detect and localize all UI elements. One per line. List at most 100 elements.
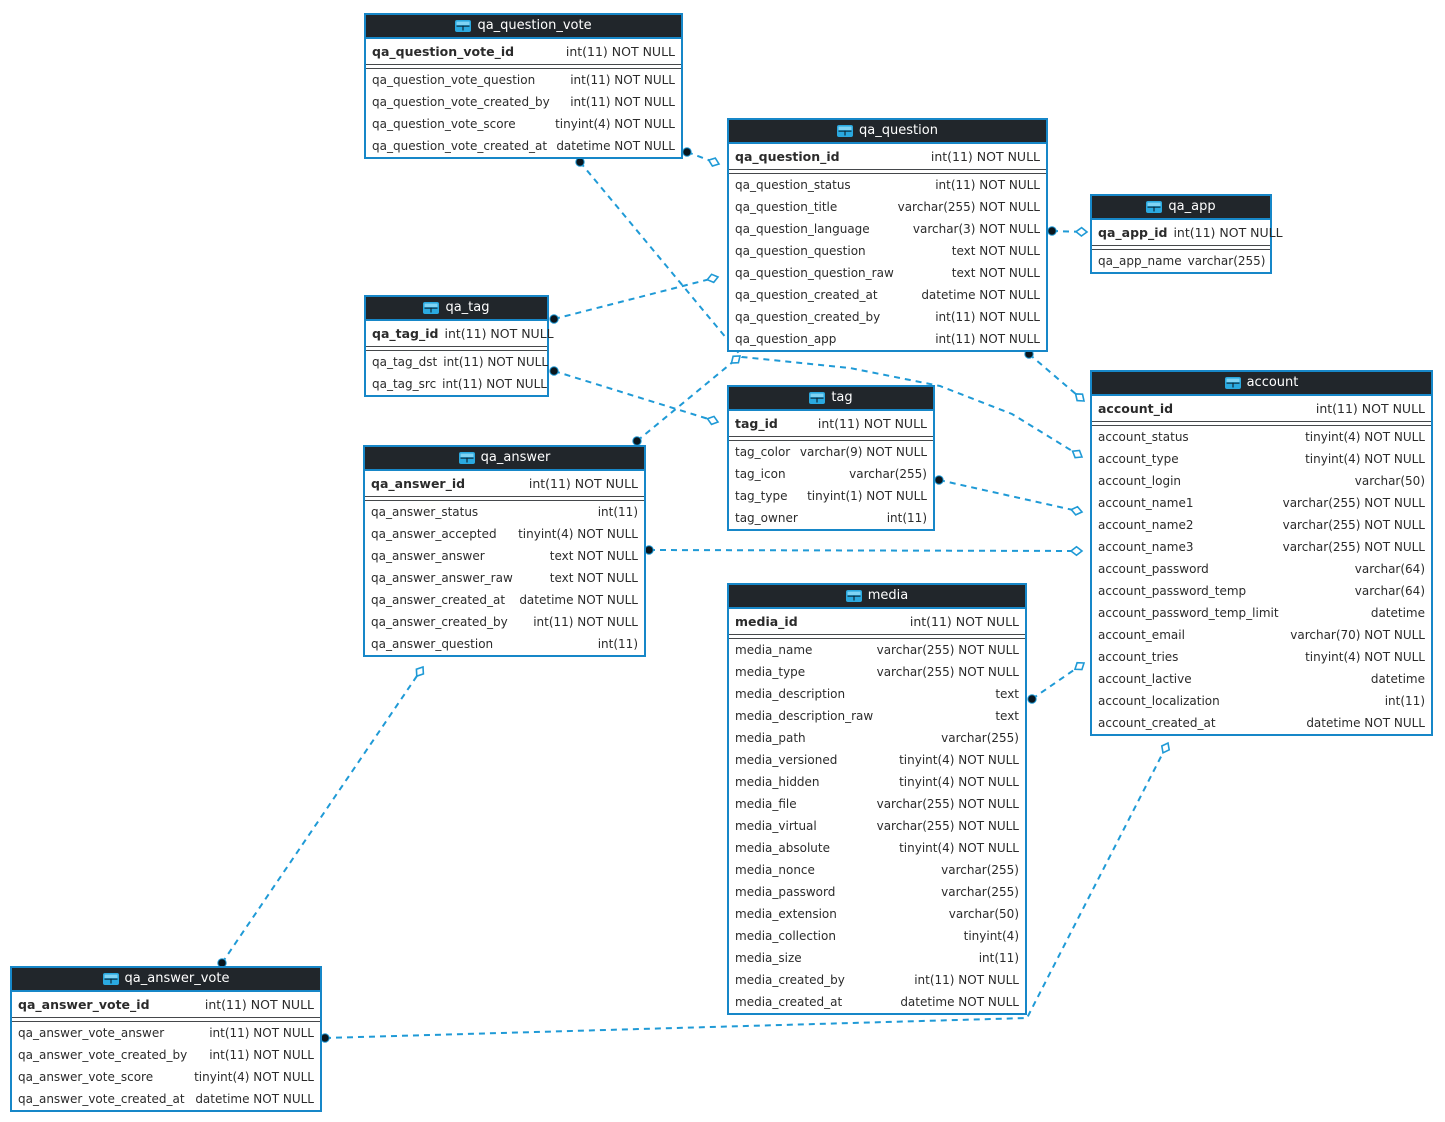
column-name: qa_tag_src	[372, 377, 437, 391]
column-name: qa_tag_dst	[372, 355, 438, 369]
column-name: qa_question_language	[735, 222, 870, 236]
column-type: datetime NOT NULL	[519, 593, 638, 607]
column-name: media_id	[735, 614, 798, 629]
column-name: qa_question_vote_created_by	[372, 95, 550, 109]
column-name: tag_icon	[735, 467, 786, 481]
column-name: qa_answer_accepted	[371, 527, 497, 541]
column-type: varchar(255) NOT NULL	[897, 200, 1040, 214]
table-icon	[458, 452, 475, 464]
table-title: qa_question	[859, 123, 938, 138]
column-type: int(11) NOT NULL	[930, 149, 1040, 164]
column-name: media_type	[735, 665, 806, 679]
foreign-key-end-dot	[549, 366, 559, 376]
column-type: int(11) NOT NULL	[1315, 401, 1425, 416]
column-type: varchar(255) NOT NULL	[876, 819, 1019, 833]
column-name: qa_answer_status	[371, 505, 479, 519]
table-title: qa_question_vote	[477, 18, 592, 33]
relationship-qa_answer_vote-to-qa_answer	[217, 665, 425, 968]
column-type: int(11) NOT NULL	[935, 178, 1040, 192]
column-type: datetime NOT NULL	[556, 139, 675, 153]
column-name: qa_question_vote_created_at	[372, 139, 548, 153]
table-header[interactable]: account	[1092, 372, 1431, 396]
relationship-line	[1051, 230, 1088, 233]
column-type: int(11)	[886, 511, 927, 525]
table-title: tag	[831, 390, 853, 405]
column-name: account_name2	[1098, 518, 1194, 532]
table-header[interactable]: qa_app	[1092, 196, 1270, 220]
column-type: datetime	[1370, 672, 1425, 686]
table-header[interactable]: qa_question_vote	[366, 15, 681, 39]
table-title: qa_app	[1168, 199, 1216, 214]
table-header[interactable]: media	[729, 585, 1025, 609]
table-icon	[423, 302, 440, 314]
column-type: int(11) NOT NULL	[204, 997, 314, 1012]
column-type: datetime NOT NULL	[900, 995, 1019, 1009]
column-name: account_password	[1098, 562, 1209, 576]
relationship-qa_question-to-qa_app	[1047, 226, 1089, 238]
column-name: qa_question_created_by	[735, 310, 881, 324]
table-header[interactable]: qa_answer	[365, 447, 644, 471]
column-type: int(11) NOT NULL	[909, 614, 1019, 629]
column-type: int(11) NOT NULL	[570, 73, 675, 87]
table-header[interactable]: qa_answer_vote	[12, 968, 320, 992]
table-header[interactable]: tag	[729, 387, 933, 411]
foreign-key-end-dot	[682, 147, 692, 157]
foreign-key-end-dot	[1047, 226, 1057, 236]
foreign-key-end-dot	[644, 545, 654, 555]
table-header[interactable]: qa_question	[729, 120, 1046, 144]
column-name: qa_answer_question	[371, 637, 494, 651]
column-name: account_localization	[1098, 694, 1220, 708]
column-type: varchar(255) NOT NULL	[1282, 540, 1425, 554]
column-type: varchar(70) NOT NULL	[1290, 628, 1425, 642]
column-name: qa_question_title	[735, 200, 838, 214]
table-header[interactable]: qa_tag	[366, 297, 547, 321]
table-title: qa_tag	[445, 300, 490, 315]
column-name: media_nonce	[735, 863, 815, 877]
relationship-line	[579, 161, 1083, 458]
column-type: varchar(64)	[1354, 562, 1425, 576]
column-name: media_virtual	[735, 819, 817, 833]
column-name: qa_question_created_at	[735, 288, 878, 302]
column-name: account_login	[1098, 474, 1182, 488]
primary-key-end-diamond	[730, 355, 742, 364]
foreign-key-end-dot	[575, 157, 585, 167]
column-name: media_path	[735, 731, 806, 745]
column-name: media_password	[735, 885, 836, 899]
column-type: datetime NOT NULL	[195, 1092, 314, 1106]
column-type: varchar(255) NOT NULL	[876, 643, 1019, 657]
